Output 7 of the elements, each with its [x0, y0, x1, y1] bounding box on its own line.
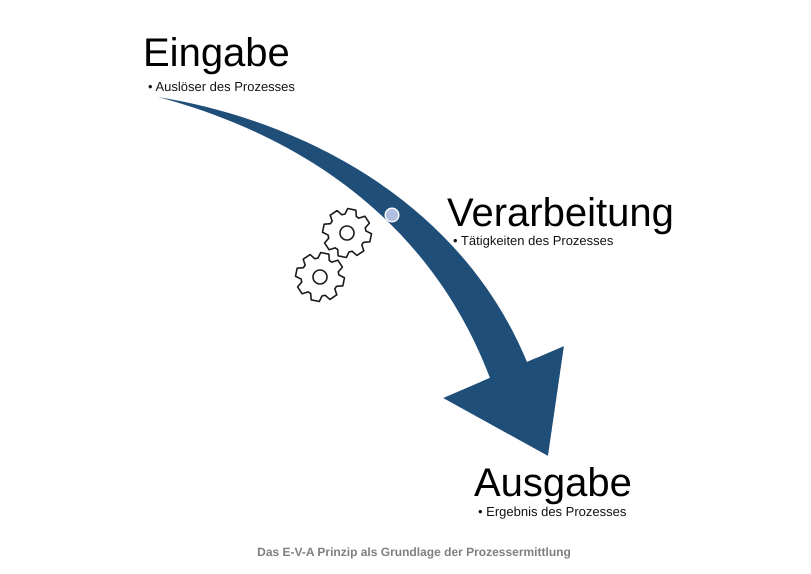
bullet-text: • Ergebnis des Prozesses: [478, 504, 626, 519]
heading: Verarbeitung: [447, 193, 674, 233]
bullet-text: • Auslöser des Prozesses: [148, 79, 295, 94]
bullet-text: • Tätigkeiten des Prozesses: [453, 233, 614, 248]
caption: Das E-V-A Prinzip als Grundlage der Prozessermittlung: [257, 545, 571, 560]
heading: Eingabe: [143, 33, 291, 73]
heading: Ausgabe: [474, 463, 632, 503]
